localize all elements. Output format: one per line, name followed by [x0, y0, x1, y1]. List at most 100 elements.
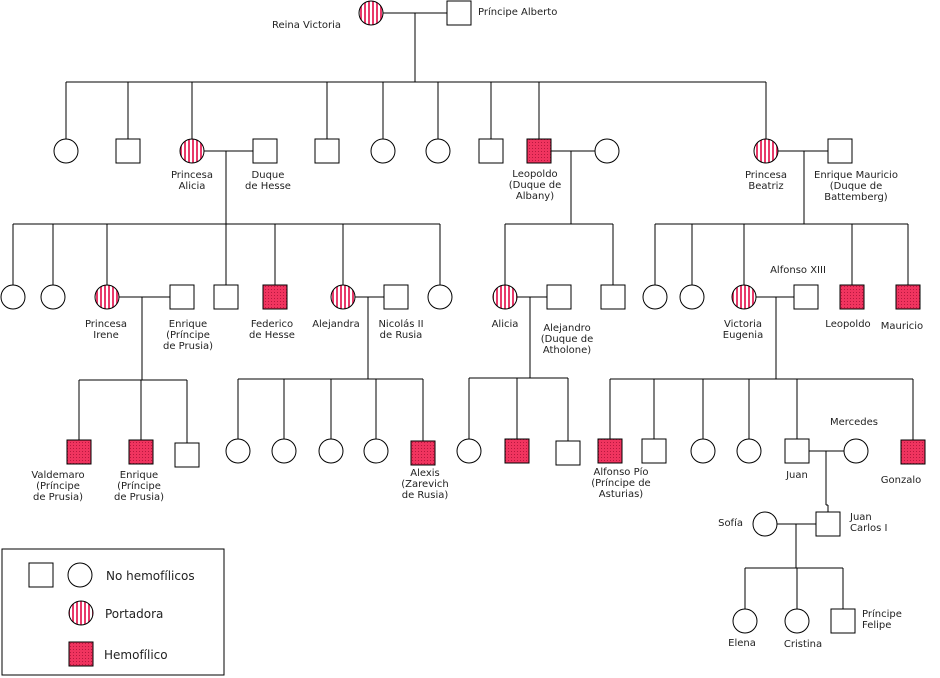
person-elena: Elena — [728, 608, 758, 649]
male-square-icon — [169, 284, 195, 310]
male-square-icon — [839, 284, 865, 310]
person-label: (Duque de — [509, 180, 561, 191]
person-label: Elena — [728, 638, 756, 649]
person-label: (Príncipe de — [591, 477, 650, 489]
person-b-c2 — [679, 284, 705, 310]
person-label: Asturias) — [599, 489, 644, 500]
person-label: Mercedes — [830, 417, 878, 428]
person-mauricio: Mauricio — [881, 284, 923, 332]
person-label: Eugenia — [723, 330, 763, 341]
person-label: de Rusia — [380, 330, 423, 341]
female-circle-icon — [363, 438, 389, 464]
person-label: (Príncipe — [117, 480, 161, 492]
person-alberto: Príncipe Alberto — [446, 0, 557, 26]
person-ro-c3 — [318, 438, 344, 464]
person-label: Cristina — [784, 639, 822, 650]
person-alfonso13: Alfonso XIII — [770, 265, 826, 310]
person-label: (Príncipe — [166, 329, 210, 341]
person-gonzalo: Gonzalo — [881, 439, 926, 486]
person-label: Felipe — [862, 620, 891, 631]
person-label: Alexis — [410, 468, 440, 479]
person-at-s1 — [504, 438, 530, 464]
female-circle-icon — [0, 284, 26, 310]
person-label: Mauricio — [881, 321, 923, 332]
person-label: Juan — [849, 512, 872, 523]
male-square-icon — [213, 284, 239, 310]
female-circle-icon — [271, 438, 297, 464]
person-label: Battemberg) — [824, 192, 888, 203]
female-circle-icon — [425, 138, 451, 164]
female-circle-icon — [731, 284, 757, 310]
female-circle-icon — [736, 438, 762, 464]
person-juan: Juan — [784, 438, 810, 481]
legend-square-icon — [28, 562, 54, 588]
person-label: Alfonso XIII — [770, 265, 826, 276]
male-square-icon — [383, 284, 409, 310]
male-square-icon — [597, 438, 623, 464]
person-at-s2 — [555, 440, 581, 466]
person-alejandra: Alejandra — [312, 284, 360, 330]
person-ro-c1 — [225, 438, 251, 464]
person-label: de Prusia) — [33, 492, 83, 503]
person-es-c2 — [736, 438, 762, 464]
male-square-icon — [900, 439, 926, 465]
person-label: Enrique Mauricio — [814, 170, 898, 181]
person-leopoldo2: Leopoldo — [825, 284, 871, 330]
person-al-s1 — [600, 284, 626, 310]
female-circle-icon — [642, 284, 668, 310]
female-circle-icon — [753, 138, 779, 164]
person-label: Alejandra — [312, 319, 360, 330]
person-label: Princesa — [85, 319, 127, 330]
person-label: de Prusia) — [114, 492, 164, 503]
legend-carrier-label: Portadora — [105, 607, 163, 621]
person-at-c1 — [456, 438, 482, 464]
person-h-c1 — [0, 284, 26, 310]
female-circle-icon — [179, 138, 205, 164]
male-square-icon — [410, 440, 436, 466]
male-square-icon — [546, 284, 572, 310]
person-label: Victoria — [724, 319, 762, 330]
male-square-icon — [446, 0, 472, 26]
person-label: Princesa — [171, 170, 213, 181]
female-circle-icon — [492, 284, 518, 310]
person-label: de Prusia) — [163, 341, 213, 352]
person-label: de Rusia) — [402, 490, 449, 501]
person-g1-s1 — [115, 138, 141, 164]
person-ir-s3 — [174, 442, 200, 468]
person-label: Nicolás II — [378, 318, 423, 330]
person-label: Juan — [785, 470, 808, 481]
person-label: Alejandro — [543, 323, 590, 334]
person-label: Irene — [93, 330, 118, 341]
male-square-icon — [66, 439, 92, 465]
person-label: (Príncipe — [36, 480, 80, 492]
person-label: Leopoldo — [512, 169, 557, 180]
female-circle-icon — [427, 284, 453, 310]
person-h-c2 — [40, 284, 66, 310]
male-square-icon — [115, 138, 141, 164]
male-square-icon — [478, 138, 504, 164]
person-label: Leopoldo — [825, 319, 870, 330]
female-circle-icon — [53, 138, 79, 164]
male-square-icon — [262, 284, 288, 310]
person-h-s1 — [213, 284, 239, 310]
person-ro-c2 — [271, 438, 297, 464]
person-g1-c1 — [53, 138, 79, 164]
male-square-icon — [555, 440, 581, 466]
female-circle-icon — [732, 608, 758, 634]
female-circle-icon — [784, 608, 810, 634]
female-circle-icon — [40, 284, 66, 310]
person-g1-c3 — [425, 138, 451, 164]
male-square-icon — [641, 438, 667, 464]
male-square-icon — [600, 284, 626, 310]
legend-hemophiliac-label: Hemofílico — [104, 648, 168, 662]
person-label: Atholone) — [543, 345, 591, 356]
person-label: Duque — [252, 170, 285, 181]
